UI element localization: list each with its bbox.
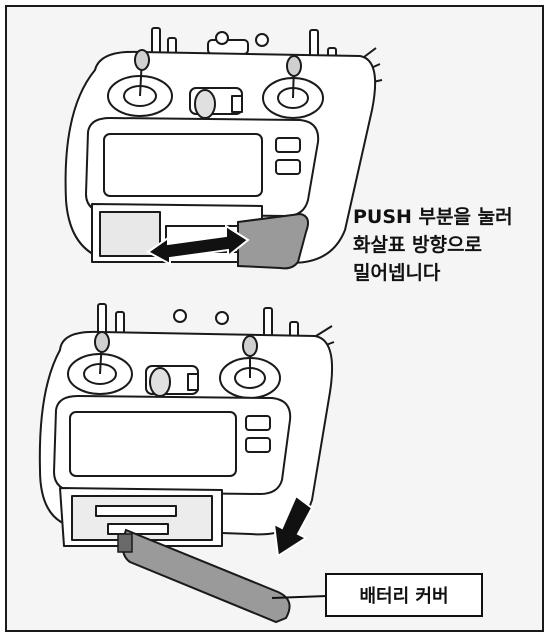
down-arrow: [272, 494, 314, 558]
cover-latch: [117, 533, 133, 553]
instruction-line-1: PUSH 부분을 눌러: [353, 206, 513, 228]
instruction-line-2: 화살표 방향으로: [353, 234, 482, 256]
slide-arrow: [146, 224, 250, 266]
battery-cover-callout: 배터리 커버: [325, 573, 483, 617]
callout-label: 배터리 커버: [359, 586, 449, 607]
transmitter-bottom: [38, 303, 335, 547]
instruction-text: PUSH 부분을 눌러 화살표 방향으로 밀어넵니다: [353, 203, 543, 287]
instruction-line-3: 밀어넵니다: [353, 262, 441, 284]
transmitter-top: [64, 27, 383, 264]
battery-cover-top: [237, 212, 309, 270]
callout-leader: [271, 595, 328, 599]
